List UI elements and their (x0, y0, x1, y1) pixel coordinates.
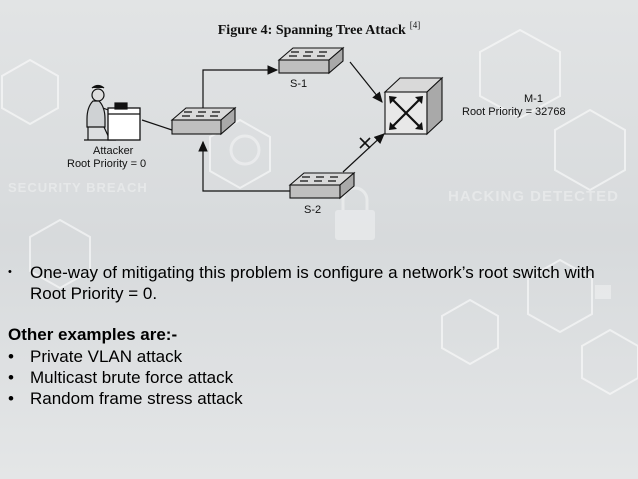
m1-name-label: M-1 (524, 93, 543, 105)
link-switch-s1 (202, 65, 279, 113)
example-text: Multicast brute force attack (30, 368, 234, 387)
bullet-icon: • (8, 347, 14, 366)
examples-heading: Other examples are:- (8, 325, 178, 344)
link-s2-m1 (342, 133, 385, 173)
watermark-hacking-detected: HACKING DETECTED (448, 188, 620, 205)
example-item: • Multicast brute force attack (8, 367, 628, 388)
s1-label: S-1 (290, 78, 308, 90)
figure-reference: [4] (409, 20, 421, 30)
figure-title-text: Figure 4: Spanning Tree Attack (217, 23, 406, 38)
central-switch-icon (170, 106, 237, 136)
bullet-icon: • (8, 266, 12, 278)
example-text: Random frame stress attack (30, 389, 243, 408)
mitigation-text: One-way of mitigating this problem is co… (30, 263, 595, 303)
attacker-name-label: Attacker (93, 145, 134, 157)
bullet-icon: • (8, 389, 14, 408)
spanning-tree-diagram (84, 46, 444, 200)
blocked-port-x-icon (359, 137, 371, 149)
m1-priority-label: Root Priority = 32768 (462, 106, 566, 118)
link-s1-m1 (349, 61, 383, 103)
figure-title: Figure 4: Spanning Tree Attack[4] (0, 20, 638, 39)
example-item: • Private VLAN attack (8, 346, 628, 367)
switch-s2-icon (288, 171, 356, 200)
link-s2-switch (198, 140, 290, 192)
slide-text: • One-way of mitigating this problem is … (8, 262, 628, 409)
watermark-security-breach: SECURITY BREACH (8, 180, 148, 195)
example-text: Private VLAN attack (30, 347, 183, 366)
mitigation-bullet: • One-way of mitigating this problem is … (8, 262, 628, 304)
bullet-icon: • (8, 368, 14, 387)
switch-m1-icon (383, 76, 444, 136)
attacker-priority-label: Root Priority = 0 (67, 158, 147, 170)
s2-label: S-2 (304, 204, 322, 216)
switch-s1-icon (277, 46, 345, 75)
link-attacker-switch (141, 119, 173, 131)
attacker-person-icon (84, 84, 141, 141)
example-item: • Random frame stress attack (8, 388, 628, 409)
